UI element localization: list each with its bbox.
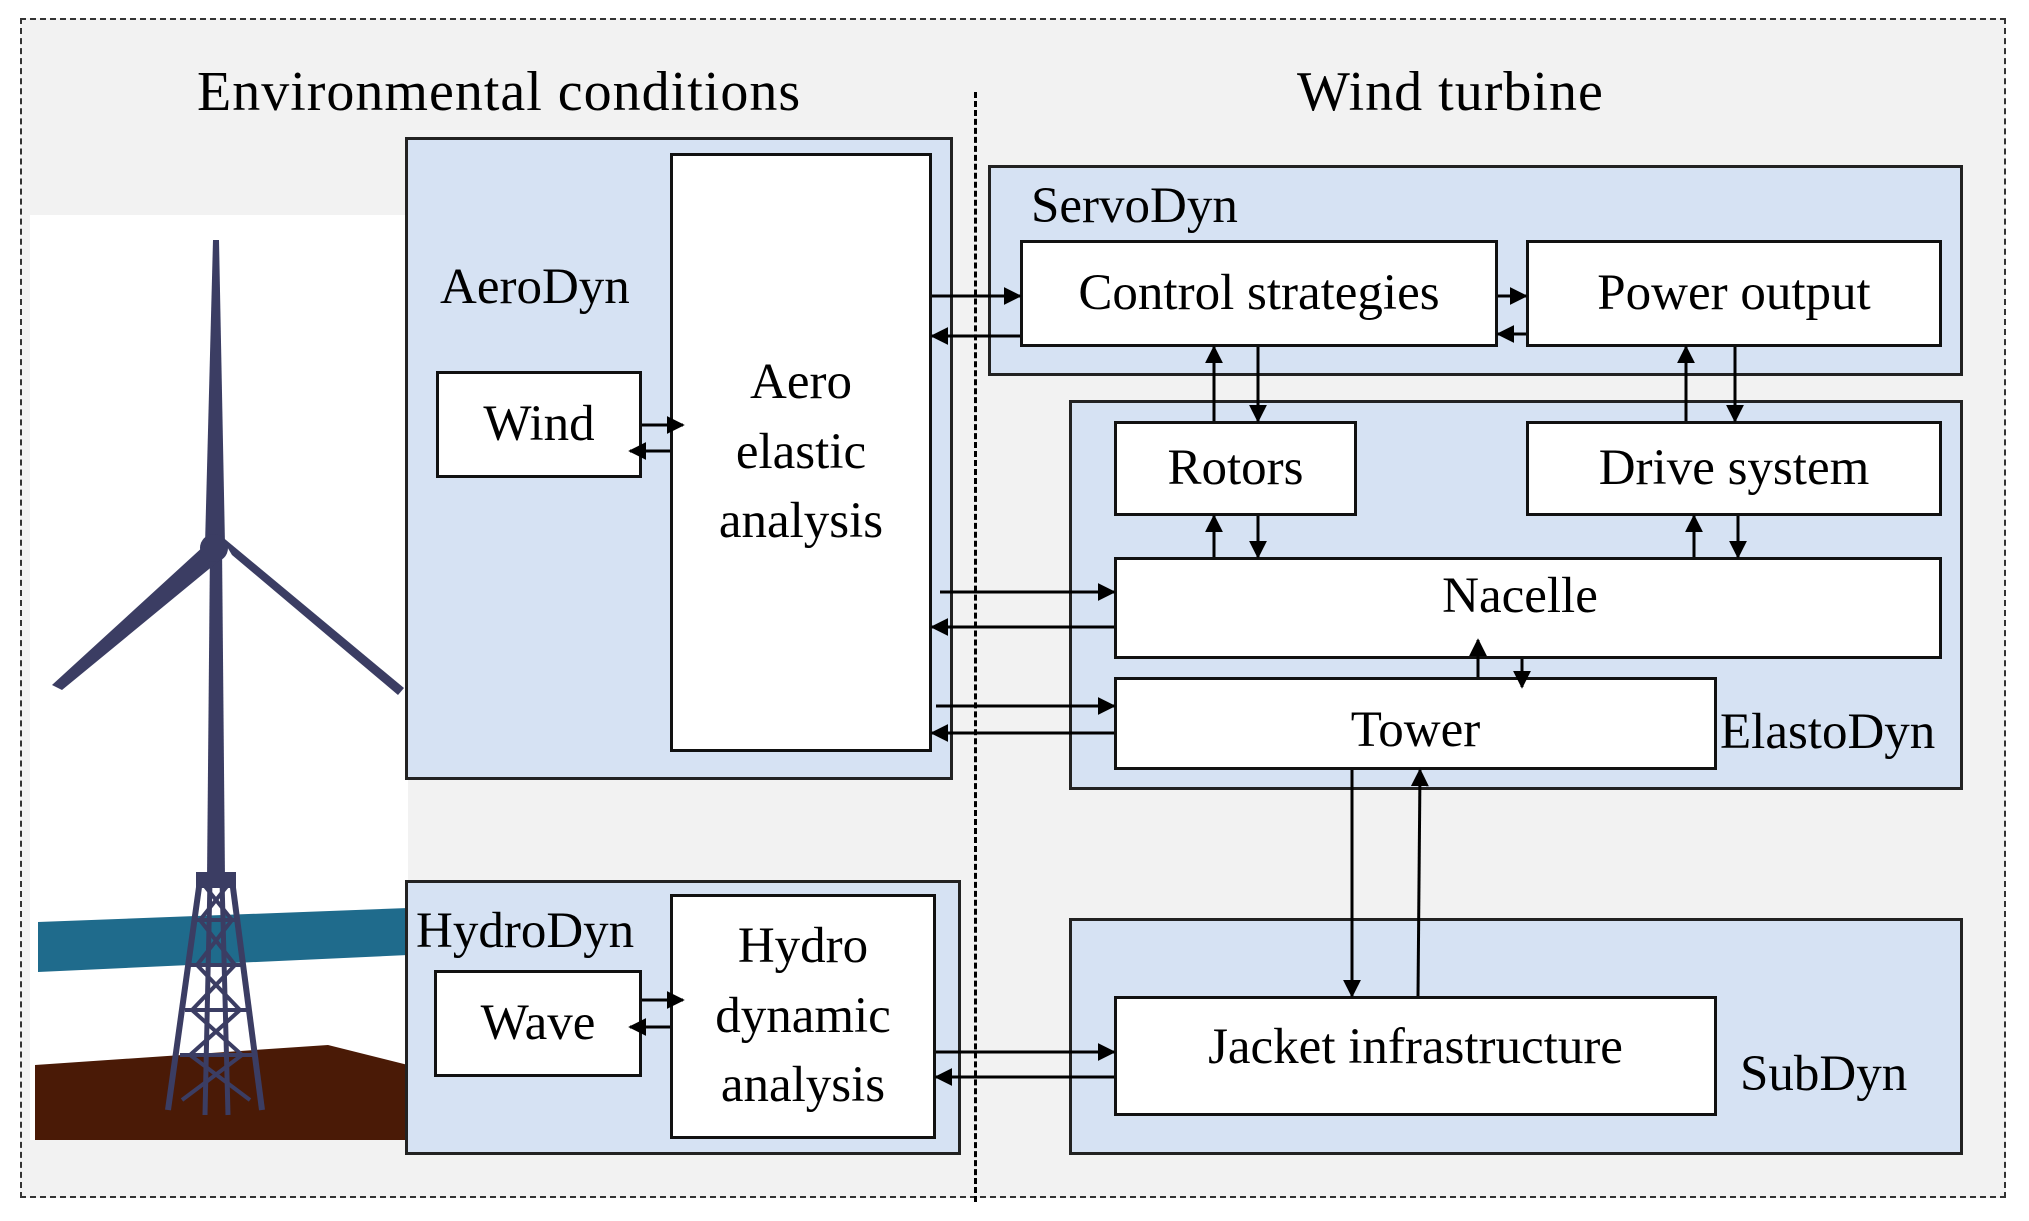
drive-system-label: Drive system — [1598, 439, 1870, 496]
hydrodyn-label: HydroDyn — [416, 903, 635, 959]
blade-left — [52, 545, 220, 690]
elastodyn-label: ElastoDyn — [1720, 704, 1936, 760]
servodyn-label: ServoDyn — [1031, 178, 1238, 234]
offshore-wind-turbine-illustration — [30, 215, 408, 1140]
nacelle-box: Nacelle — [1114, 557, 1942, 659]
rotors-box: Rotors — [1114, 421, 1357, 516]
tower-box: Tower — [1114, 677, 1717, 770]
hydro-analysis-line-1: Hydro — [737, 918, 869, 975]
transition-piece — [196, 872, 236, 888]
control-strategies-label: Control strategies — [1078, 264, 1440, 321]
subdyn-label: SubDyn — [1740, 1046, 1908, 1102]
tower-shaft — [207, 545, 225, 880]
control-strategies-box: Control strategies — [1020, 240, 1498, 347]
hydro-analysis-line-2: dynamic — [715, 987, 891, 1044]
heading-wind-turbine: Wind turbine — [1297, 61, 1604, 123]
aero-analysis-line-3: analysis — [718, 493, 884, 550]
blade-right — [220, 535, 404, 695]
wind-label: Wind — [483, 395, 595, 452]
power-output-box: Power output — [1526, 240, 1942, 347]
arrow-jacket-to-tower — [1410, 768, 1429, 997]
power-output-label: Power output — [1597, 264, 1871, 321]
jacket-infrastructure-label: Jacket infrastructure — [1208, 1019, 1623, 1076]
rotors-label: Rotors — [1167, 439, 1304, 496]
heading-environmental-conditions: Environmental conditions — [197, 61, 802, 123]
tower-label: Tower — [1350, 701, 1481, 758]
aerodyn-label: AeroDyn — [440, 259, 630, 315]
hub — [200, 534, 228, 562]
blade-up — [205, 240, 225, 545]
nacelle-label: Nacelle — [1442, 568, 1598, 625]
aero-elastic-analysis-box: Aero elastic analysis — [670, 153, 932, 752]
hydro-dynamic-analysis-box: Hydro dynamic analysis — [670, 894, 936, 1139]
aero-analysis-line-2: elastic — [735, 423, 867, 480]
hydro-analysis-line-3: analysis — [720, 1057, 886, 1114]
aero-analysis-line-1: Aero — [750, 354, 852, 411]
seabed — [35, 1045, 408, 1140]
wave-label: Wave — [480, 994, 596, 1051]
jacket-structure — [165, 878, 265, 1116]
wave-box: Wave — [434, 970, 642, 1077]
section-divider — [974, 92, 977, 1202]
wind-box: Wind — [436, 371, 642, 478]
